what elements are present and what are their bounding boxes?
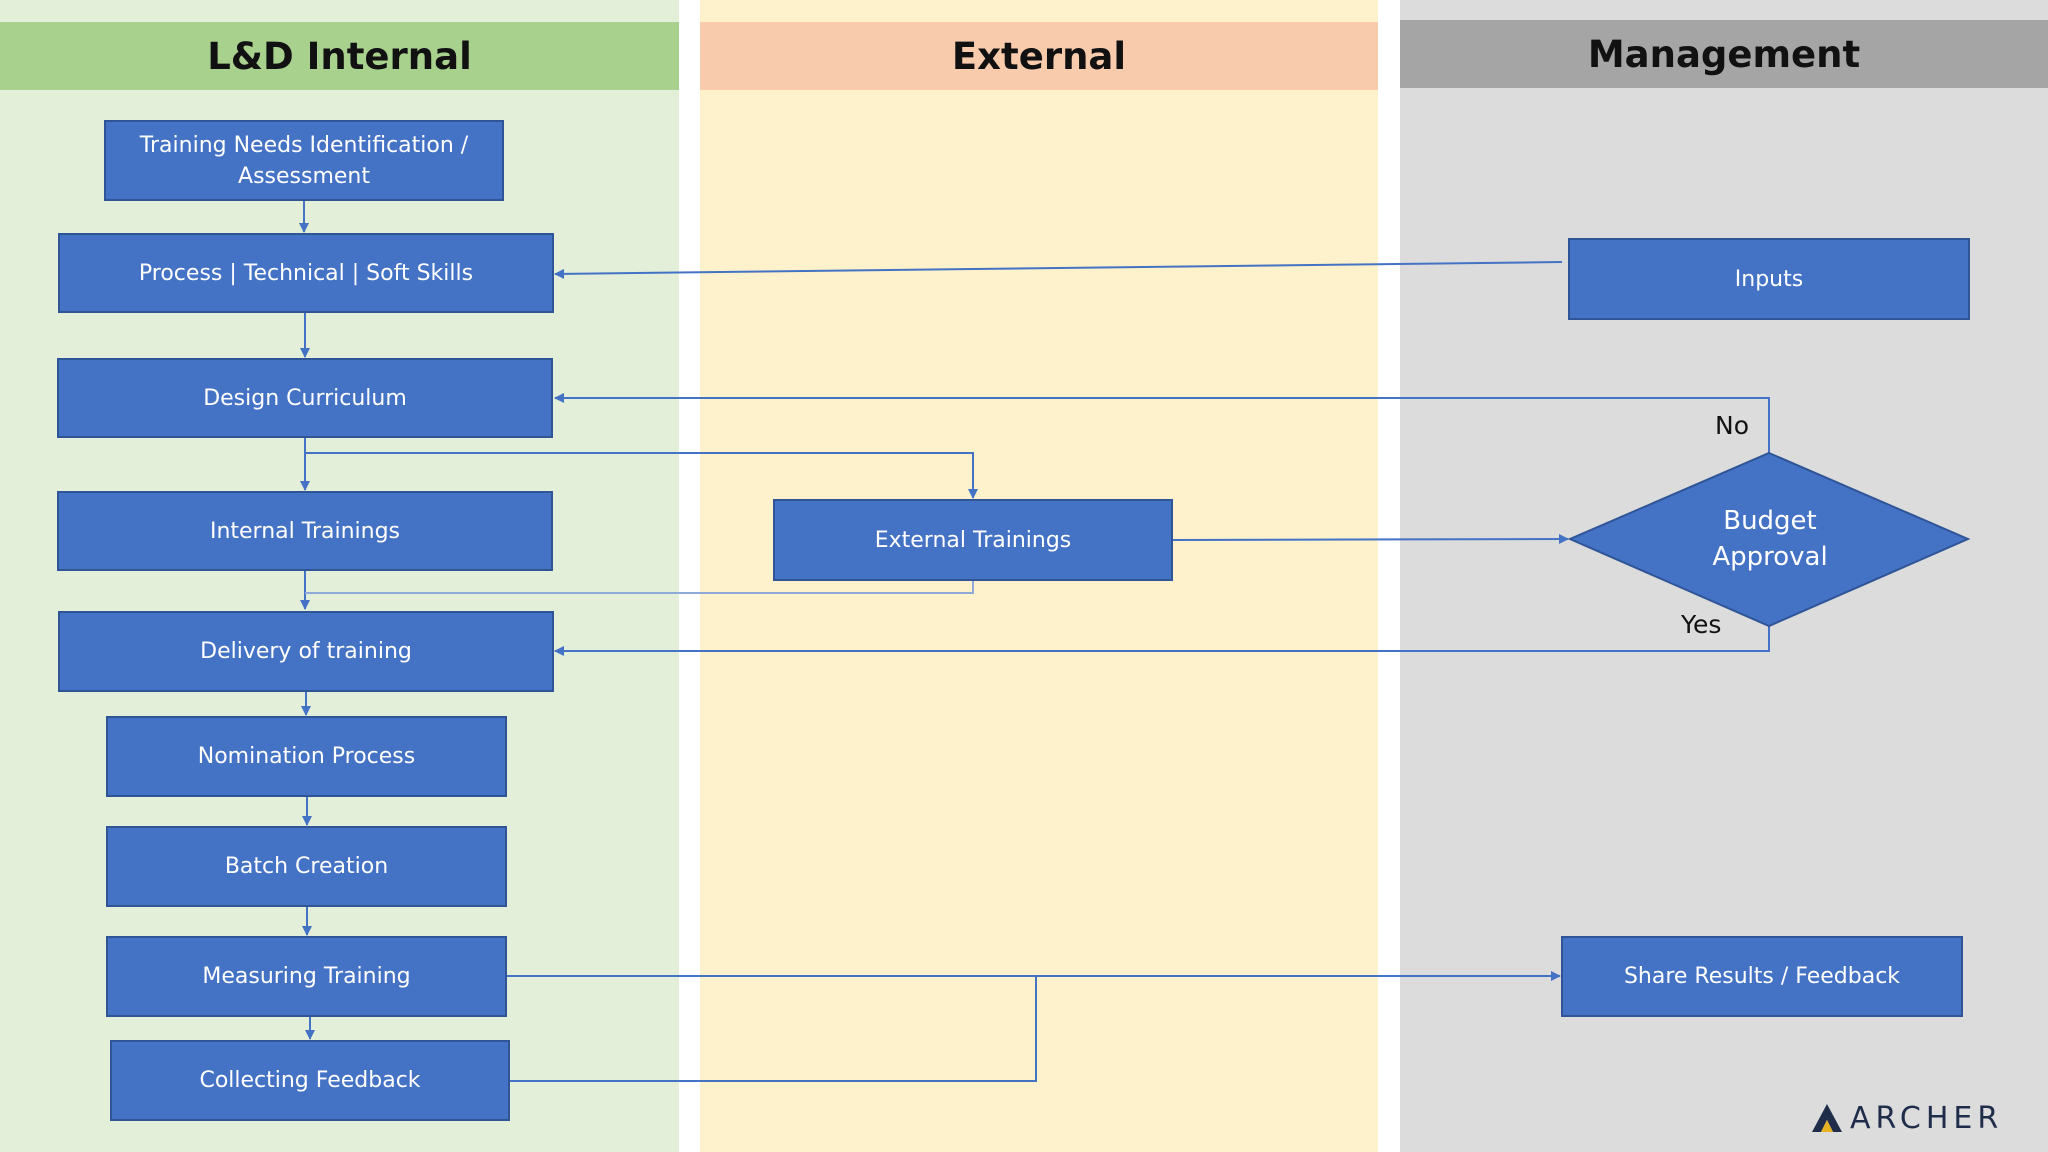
lane-header-external: External (700, 22, 1378, 90)
edge-label-yes: Yes (1681, 610, 1722, 639)
archer-logo: ARCHER (1810, 1096, 2003, 1140)
node-share-results[interactable]: Share Results / Feedback (1561, 936, 1963, 1017)
node-inputs[interactable]: Inputs (1568, 238, 1970, 320)
node-delivery-of-training[interactable]: Delivery of training (58, 611, 554, 692)
lane-external: External (700, 0, 1378, 1152)
archer-logo-mark-icon (1812, 1104, 1842, 1132)
node-design-curriculum[interactable]: Design Curriculum (57, 358, 553, 438)
budget-approval-diamond (1567, 451, 1971, 628)
arrow-design-to-external (305, 452, 978, 499)
node-internal-trainings[interactable]: Internal Trainings (57, 491, 553, 571)
node-collecting-feedback[interactable]: Collecting Feedback (110, 1040, 510, 1121)
line-collecting-to-share (510, 976, 1037, 1082)
lane-header-ld-internal: L&D Internal (0, 22, 679, 90)
node-measuring-training[interactable]: Measuring Training (106, 936, 507, 1017)
arrow-budget-no-to-design (554, 393, 1770, 453)
budget-approval-label[interactable]: Budget Approval (1712, 506, 1828, 572)
archer-logo-text: ARCHER (1850, 1100, 2004, 1136)
node-external-trainings[interactable]: External Trainings (773, 499, 1173, 581)
line-external-to-delivery (305, 581, 974, 594)
node-process-skills[interactable]: Process | Technical | Soft Skills (58, 233, 554, 313)
edge-label-no: No (1715, 411, 1749, 440)
arrow-external-to-budget (1171, 534, 1569, 545)
node-training-needs[interactable]: Training Needs Identification / Assessme… (104, 120, 504, 201)
arrow-budget-yes-to-delivery (554, 626, 1770, 656)
arrow-inputs-to-process (554, 261, 1563, 279)
node-nomination-process[interactable]: Nomination Process (106, 716, 507, 797)
lane-header-management: Management (1400, 20, 2048, 88)
node-batch-creation[interactable]: Batch Creation (106, 826, 507, 907)
